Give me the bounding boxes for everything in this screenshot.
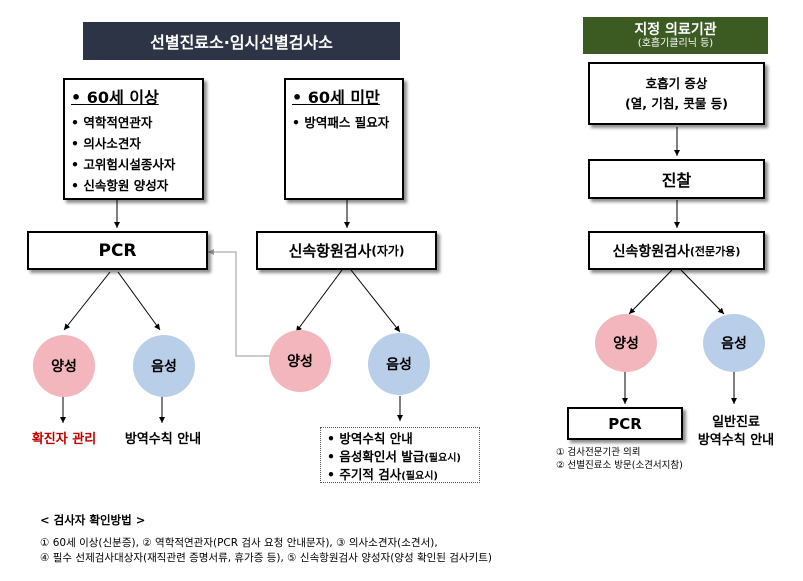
footer-line1: ① 60세 이상(신분증), ② 역학적연관자(PCR 검사 요청 안내문자),… <box>40 537 438 549</box>
over-60-list: • 역학적연관자 • 의사소견자 • 고위험시설종사자 • 신속항원 양성자 <box>71 112 202 196</box>
over-60-title: • 60세 이상 <box>71 88 159 107</box>
rat-pro-main: 신속항원검사 <box>612 243 690 260</box>
header-designated-clinic: 지정 의료기관 (호흡기클리닉 등) <box>583 17 768 54</box>
symptoms-line1: 호흡기 증상 <box>645 75 708 91</box>
header-designated-clinic-subtitle: (호흡기클리닉 등) <box>637 37 714 49</box>
general-care-line2: 방역수칙 안내 <box>697 433 775 448</box>
respiratory-symptoms-box: 호흡기 증상 (열, 기침, 콧물 등) <box>588 62 765 125</box>
rat-pro-box: 신속항원검사(전문가용) <box>588 231 765 270</box>
pcr-note: ② 선별진료소 방문(소견서지참) <box>556 460 683 471</box>
rat-self-main: 신속항원검사 <box>288 242 372 260</box>
list-item: • 방역패스 필요자 <box>292 115 390 130</box>
positive-label: 양성 <box>613 336 639 352</box>
pcr-box-right: PCR <box>567 407 683 440</box>
rat-self-suffix: (자가) <box>371 244 405 258</box>
header-designated-clinic-title: 지정 의료기관 <box>634 21 717 38</box>
examination-label: 진찰 <box>661 171 692 190</box>
box-under-60: • 60세 미만 • 방역패스 필요자 <box>284 78 404 200</box>
positive-circle-left: 양성 <box>33 335 95 397</box>
pcr-note: ① 검사전문기관 의뢰 <box>556 447 641 458</box>
list-item: • 방역수칙 안내 <box>327 431 413 446</box>
pcr-notes: ① 검사전문기관 의뢰 ② 선별진료소 방문(소견서지참) <box>556 446 726 472</box>
list-item: • 의사소견자 <box>71 136 141 151</box>
examination-box: 진찰 <box>588 159 765 199</box>
footer-line2: ④ 필수 선제검사대상자(재직관련 증명서류, 휴가증 등), ⑤ 신속항원검사… <box>40 552 493 564</box>
under-60-list: • 방역패스 필요자 <box>292 112 402 133</box>
rat-self-box: 신속항원검사(자가) <box>256 231 437 270</box>
negative-circle-right: 음성 <box>703 314 765 372</box>
positive-circle-right: 양성 <box>595 314 657 372</box>
symptoms-line2: (열, 기침, 콧물 등) <box>625 95 728 111</box>
positive-label: 양성 <box>51 359 77 375</box>
confirmed-management-label: 확진자 관리 <box>31 432 97 447</box>
list-item: • 주기적 검사(필요시) <box>327 467 438 482</box>
under-60-title: • 60세 미만 <box>292 88 380 107</box>
header-screening-clinic-label: 선별진료소·임시선별검사소 <box>150 33 333 52</box>
negative-circle-mid: 음성 <box>368 333 430 395</box>
negative-label: 음성 <box>721 336 747 352</box>
positive-label: 양성 <box>287 354 313 370</box>
quarantine-guide-label: 방역수칙 안내 <box>124 432 202 447</box>
footer-notes: ① 60세 이상(신분증), ② 역학적연관자(PCR 검사 요청 안내문자),… <box>40 536 492 566</box>
negative-label: 음성 <box>151 359 177 375</box>
list-item: • 신속항원 양성자 <box>71 178 169 193</box>
list-item: • 역학적연관자 <box>71 115 153 130</box>
general-care-line1: 일반진료 <box>712 415 760 430</box>
negative-label: 음성 <box>386 357 412 373</box>
negative-followup-box: • 방역수칙 안내 • 음성확인서 발급(필요시) • 주기적 검사(필요시) <box>320 427 480 483</box>
negative-circle-left: 음성 <box>133 335 195 397</box>
rat-pro-suffix: (전문가용) <box>689 244 741 258</box>
pcr-right-label: PCR <box>608 414 642 433</box>
general-care-label: 일반진료 방역수칙 안내 <box>690 414 782 450</box>
list-item: • 음성확인서 발급(필요시) <box>327 449 461 464</box>
footer-title: < 검사자 확인방법 > <box>40 513 146 527</box>
list-item: • 고위험시설종사자 <box>71 157 176 172</box>
pcr-left-label: PCR <box>98 240 137 261</box>
header-screening-clinic: 선별진료소·임시선별검사소 <box>83 22 400 60</box>
box-over-60: • 60세 이상 • 역학적연관자 • 의사소견자 • 고위험시설종사자 • 신… <box>63 78 204 200</box>
pcr-box-left: PCR <box>27 231 208 270</box>
positive-circle-mid: 양성 <box>269 330 331 392</box>
